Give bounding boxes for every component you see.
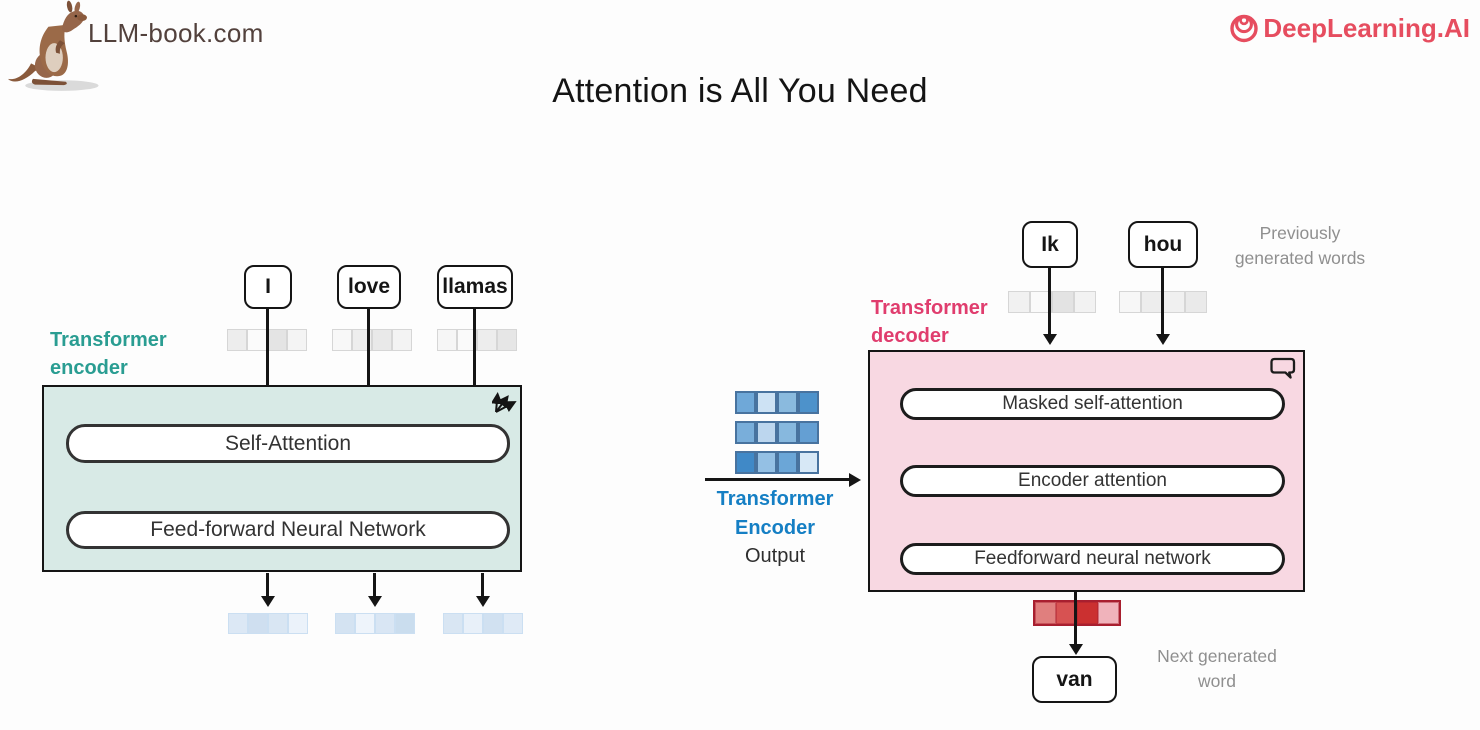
embedding-cell: [735, 421, 756, 444]
word-box-ik: Ik: [1022, 221, 1078, 268]
embedding-cell: [1035, 602, 1056, 624]
embedding-cell: [335, 613, 355, 634]
encoder-output-strip: [335, 613, 415, 634]
token-embedding-strip: [1119, 291, 1207, 313]
embedding-cell: [1185, 291, 1207, 313]
token-embedding-strip: [1008, 291, 1096, 313]
embedding-cell: [1098, 602, 1119, 624]
embedding-cell: [1052, 291, 1074, 313]
embedding-cell: [1074, 291, 1096, 313]
embedding-cell: [457, 329, 477, 351]
encoder-output-arrow: [266, 573, 269, 596]
decoder-input-arrow: [1161, 268, 1164, 334]
embedding-cell: [443, 613, 463, 634]
token-embedding-strip: [332, 329, 412, 351]
embedding-cell: [1077, 602, 1098, 624]
next-generated-word-note: Next generated word: [1157, 646, 1277, 691]
embedding-cell: [798, 391, 819, 414]
embedding-cell: [1030, 291, 1052, 313]
word-box-i: I: [244, 265, 292, 309]
slide-title: Attention is All You Need: [552, 72, 928, 110]
embedding-cell: [392, 329, 412, 351]
encoder-to-decoder-arrow: [705, 478, 849, 481]
connector-line: [473, 308, 476, 386]
feedforward-block: Feedforward neural network: [900, 543, 1285, 575]
connector-line: [266, 308, 269, 386]
embedding-cell: [735, 451, 756, 474]
brand-logo: DeepLearning.AI: [1228, 12, 1470, 44]
transformer-decoder-label: Transformer decoder: [871, 297, 988, 347]
brand-label: DeepLearning.AI: [1263, 12, 1470, 43]
speech-bubble-icon: [1270, 357, 1296, 379]
encoder-output-arrow: [373, 573, 376, 596]
embedding-cell: [288, 613, 308, 634]
kangaroo-mascot-image: [7, 0, 99, 91]
embedding-cell: [497, 329, 517, 351]
connector-line: [367, 308, 370, 386]
masked-self-attention-block: Masked self-attention: [900, 388, 1285, 420]
embedding-cell: [756, 421, 777, 444]
word-box-van: van: [1032, 656, 1117, 703]
decoder-output-strip: [1033, 600, 1121, 626]
embedding-cell: [798, 451, 819, 474]
embedding-cell: [332, 329, 352, 351]
embedding-cell: [756, 391, 777, 414]
decoder-output-arrow: [1074, 592, 1077, 644]
encoder-output-strip: [228, 613, 308, 634]
transformer-encoder-output-label: Transformer Encoder Output: [716, 488, 834, 567]
embedding-cell: [355, 613, 375, 634]
embedding-cell: [1008, 291, 1030, 313]
encoder-output-grid-row: [735, 421, 819, 444]
embedding-cell: [248, 613, 268, 634]
embedding-cell: [756, 451, 777, 474]
token-embedding-strip: [437, 329, 517, 351]
embedding-cell: [503, 613, 523, 634]
word-box-llamas: llamas: [437, 265, 513, 309]
embedding-cell: [228, 613, 248, 634]
feed-forward-block: Feed-forward Neural Network: [66, 511, 510, 549]
embedding-cell: [477, 329, 497, 351]
embedding-cell: [247, 329, 267, 351]
embedding-cell: [372, 329, 392, 351]
embedding-cell: [1141, 291, 1163, 313]
site-label: LLM-book.com: [88, 18, 264, 48]
encoder-attention-block: Encoder attention: [900, 465, 1285, 497]
embedding-cell: [437, 329, 457, 351]
encoder-output-strip: [443, 613, 523, 634]
embedding-cell: [798, 421, 819, 444]
embedding-cell: [777, 421, 798, 444]
embedding-cell: [268, 613, 288, 634]
self-attention-block: Self-Attention: [66, 424, 510, 463]
decoder-input-arrow: [1048, 268, 1051, 334]
word-box-hou: hou: [1128, 221, 1198, 268]
previously-generated-words-note: Previously generated words: [1234, 223, 1366, 268]
embedding-cell: [1119, 291, 1141, 313]
word-box-love: love: [337, 265, 401, 309]
embedding-cell: [463, 613, 483, 634]
embedding-cell: [483, 613, 503, 634]
embedding-cell: [267, 329, 287, 351]
vector-arrows-icon: [492, 392, 517, 413]
embedding-cell: [735, 391, 756, 414]
embedding-cell: [227, 329, 247, 351]
transformer-encoder-label: Transformer encoder: [50, 329, 167, 379]
encoder-output-grid-row: [735, 391, 819, 414]
embedding-cell: [395, 613, 415, 634]
embedding-cell: [1163, 291, 1185, 313]
embedding-cell: [777, 451, 798, 474]
brand-concentric-circles-icon: [1230, 14, 1259, 43]
encoder-output-grid-row: [735, 451, 819, 474]
encoder-output-arrow: [481, 573, 484, 596]
embedding-cell: [287, 329, 307, 351]
embedding-cell: [777, 391, 798, 414]
embedding-cell: [375, 613, 395, 634]
token-embedding-strip: [227, 329, 307, 351]
